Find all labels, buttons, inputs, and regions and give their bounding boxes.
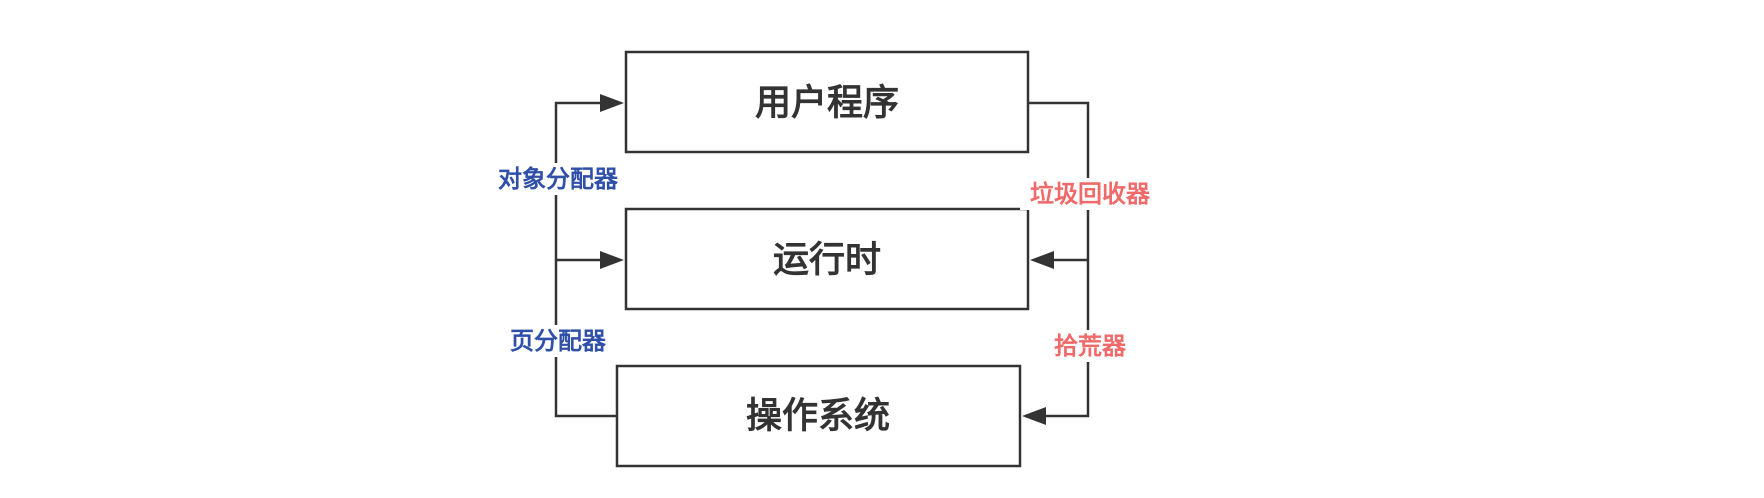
label-bg-scavenger	[1044, 330, 1134, 362]
node-user-program-label: 用户程序	[755, 83, 899, 124]
node-runtime-label: 运行时	[773, 240, 881, 281]
node-runtime: 运行时	[624, 207, 1030, 311]
node-operating-system-label: 操作系统	[746, 396, 890, 437]
arrowhead-to-operating-system	[1022, 407, 1046, 425]
edge-label-object-allocator: 对象分配器	[498, 165, 619, 193]
edge-label-page-allocator: 页分配器	[510, 327, 607, 355]
arrowhead-to-runtime-right	[1030, 251, 1054, 269]
edge-label-garbage-collector: 垃圾回收器	[1030, 180, 1151, 208]
label-bg-page-allocator	[504, 325, 612, 357]
node-user-program: 用户程序	[624, 50, 1030, 154]
edge-label-scavenger: 拾荒器	[1054, 332, 1127, 360]
label-bg-object-allocator	[492, 163, 622, 195]
label-bg-garbage-collector	[1020, 178, 1160, 210]
node-operating-system: 操作系统	[615, 364, 1022, 468]
arrowhead-to-user-program	[600, 94, 624, 112]
arrowhead-to-runtime-left	[600, 251, 624, 269]
